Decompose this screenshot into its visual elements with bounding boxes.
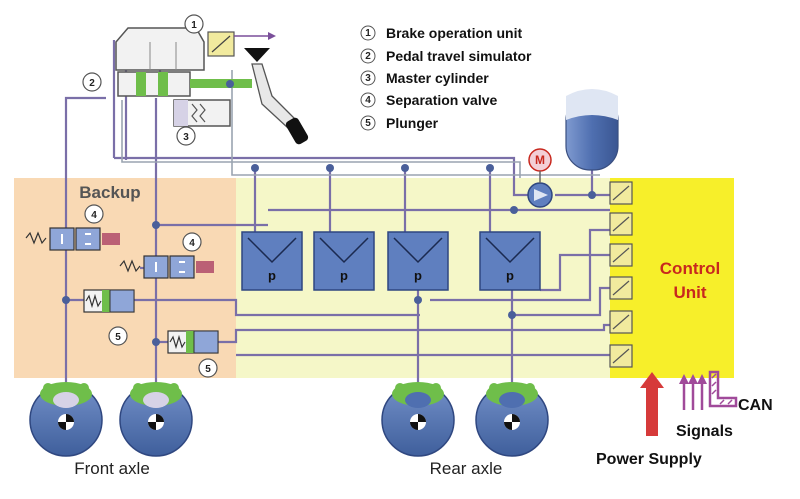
legend-label: Brake operation unit <box>386 25 522 41</box>
pressure-valve-4: p <box>479 231 541 291</box>
legend-label: Pedal travel simulator <box>386 48 532 64</box>
pedal-sensor <box>207 31 276 57</box>
separation-valve-2 <box>119 255 214 279</box>
pressure-label: p <box>340 268 348 283</box>
legend-item-4: 4 Separation valve <box>360 92 497 108</box>
sensor <box>609 310 633 334</box>
sensor <box>609 181 633 205</box>
pressure-label: p <box>268 268 276 283</box>
hydraulic-lines <box>50 40 610 388</box>
plunger-2 <box>167 330 219 354</box>
callout-number: 1 <box>191 20 197 31</box>
legend-item-2: 2 Pedal travel simulator <box>360 48 532 64</box>
rear-left-wheel <box>381 382 455 457</box>
pressure-label: p <box>414 268 422 283</box>
brake-pedal <box>226 48 309 145</box>
rear-axle-label: Rear axle <box>430 459 503 478</box>
legend-label: Separation valve <box>386 92 497 108</box>
callout-3: 3 <box>176 126 196 146</box>
front-axle-label: Front axle <box>74 459 150 478</box>
callout-2: 2 <box>82 72 102 92</box>
control-unit-label: Control <box>660 259 720 278</box>
callout-number: 3 <box>183 132 189 143</box>
callout-number: 2 <box>89 78 95 89</box>
callout-number: 4 <box>189 238 195 249</box>
signals-label: Signals <box>676 423 733 440</box>
legend-number: 3 <box>365 73 371 84</box>
control-unit-sensors <box>609 181 633 368</box>
brake-operation-unit <box>115 27 252 127</box>
plunger-1 <box>83 289 135 313</box>
callout-number: 4 <box>91 210 97 221</box>
callout-4a: 4 <box>84 204 104 224</box>
legend-item-3: 3 Master cylinder <box>360 70 489 86</box>
reservoir-tank <box>565 89 619 171</box>
callout-1: 1 <box>184 14 204 34</box>
legend-label: Master cylinder <box>386 70 489 86</box>
power-supply-label: Power Supply <box>596 451 702 468</box>
motor-label: M <box>535 153 545 167</box>
callout-4b: 4 <box>182 232 202 252</box>
sensor-lines <box>121 70 600 178</box>
pressure-valve-3: p <box>387 231 449 291</box>
legend-item-5: 5 Plunger <box>360 115 439 131</box>
rear-right-wheel <box>475 382 549 457</box>
legend-item-1: 1 Brake operation unit <box>360 25 522 41</box>
sensor <box>609 212 633 236</box>
callout-5b: 5 <box>198 358 218 378</box>
sensor <box>609 243 633 267</box>
backup-label: Backup <box>79 183 140 202</box>
pressure-valves: p p p p <box>241 231 541 291</box>
legend-number: 1 <box>365 28 371 39</box>
legend: 1 Brake operation unit 2 Pedal travel si… <box>360 25 532 131</box>
can-label: CAN <box>738 397 773 414</box>
sensor <box>609 276 633 300</box>
separation-valve-1 <box>25 227 120 251</box>
legend-number: 4 <box>365 95 371 106</box>
junction-dots <box>62 164 596 346</box>
callout-number: 5 <box>205 364 211 375</box>
sensor <box>609 344 633 368</box>
signal-arrows <box>679 374 707 410</box>
pressure-label: p <box>506 268 514 283</box>
front-left-wheel <box>29 382 103 457</box>
can-bus-icon <box>708 370 738 408</box>
power-supply-arrow <box>640 372 664 436</box>
legend-number: 5 <box>365 118 371 129</box>
pressure-valve-2: p <box>313 231 375 291</box>
callout-number: 5 <box>115 332 121 343</box>
front-right-wheel <box>119 382 193 457</box>
legend-label: Plunger <box>386 115 439 131</box>
callout-5a: 5 <box>108 326 128 346</box>
control-unit-label: Unit <box>673 283 706 302</box>
pressure-valve-1: p <box>241 231 303 291</box>
motor: M <box>527 148 553 208</box>
legend-number: 2 <box>365 51 371 62</box>
